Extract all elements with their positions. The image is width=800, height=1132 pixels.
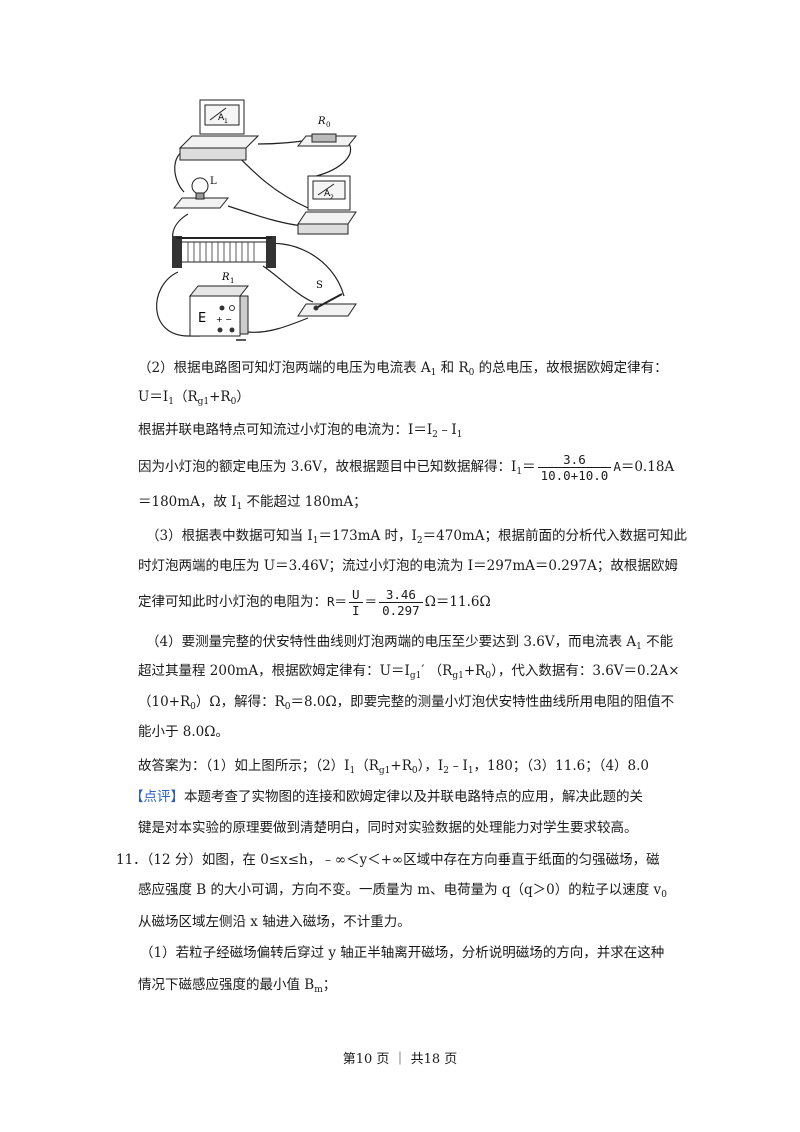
comment-line-2: 键是对本实验的原理要做到清楚明白，同时对实验数据的处理能力对学生要求较高。 [138, 820, 638, 836]
rheostat-r1: R 1 [172, 236, 276, 285]
ammeter-a1: A 1 [178, 99, 260, 161]
svg-text:L: L [210, 176, 217, 187]
switch-s: S [297, 280, 357, 317]
resistor-r0: R 0 [296, 116, 358, 147]
svg-text:A: A [324, 189, 331, 199]
q11-line-1: 11．（12 分）如图，在 0≤x≤h，﹣∞＜y＜+∞区域中存在方向垂直于纸面的… [116, 852, 660, 868]
svg-text:E: E [198, 311, 206, 326]
wire [156, 271, 200, 337]
lamp-l: L [172, 176, 230, 209]
wire [307, 141, 352, 179]
p2-line-3: 根据并联电路特点可知流过小灯泡的电流为：I＝I2﹣I1 [138, 422, 463, 440]
wire [247, 317, 309, 333]
p2-line-2: U＝I1（Rg1+R0） [138, 389, 250, 407]
p3-line-1: （3）根据表中数据可知当 I1＝173mA 时，I2＝470mA；根据前面的分析… [146, 528, 687, 546]
svg-text:1: 1 [224, 118, 228, 125]
svg-text:R: R [317, 116, 326, 127]
svg-text:S: S [316, 280, 323, 291]
page-footer: 第10 页 ｜ 共18 页 [342, 1052, 458, 1067]
svg-text:2: 2 [330, 194, 334, 201]
circuit-figure: A 1 R 0 L A 2 [156, 99, 358, 341]
svg-text:1: 1 [230, 277, 234, 285]
answer-line: 故答案为：（1）如上图所示；（2）I1（Rg1+R0），I2﹣I1，180；（3… [138, 758, 650, 776]
p3-line-2: 时灯泡两端的电压为 U＝3.46V；流过小灯泡的电流为 I＝297mA＝0.29… [138, 558, 678, 574]
svg-text:+ −: + − [216, 315, 232, 324]
q11-line-2: 感应强度 B 的大小可调，方向不变。一质量为 m、电荷量为 q（q＞0）的粒子以… [138, 882, 667, 900]
svg-text:R: R [221, 272, 230, 283]
p4-line-1: （4）要测量完整的伏安特性曲线则灯泡两端的电压至少要达到 3.6V，而电流表 A… [146, 634, 674, 652]
ammeter-a2: A 2 [297, 175, 357, 235]
a1-label: A [218, 113, 225, 123]
p4-line-2: 超过其量程 200mA，根据欧姆定律有：U＝Ig1′ （Rg1+R0），代入数据… [138, 663, 680, 681]
wire [262, 265, 314, 303]
p4-line-4: 能小于 8.0Ω。 [138, 724, 229, 740]
p4-line-3: （10+R0）Ω，解得：R0＝8.0Ω，即要完整的测量小灯泡伏安特性曲线所用电阻… [138, 694, 675, 712]
p2-line-5: ＝180mA，故 I1 不能超过 180mA； [138, 494, 367, 512]
power-source-e: E + − [188, 285, 250, 341]
q11-line-4: （1）若粒子经磁场偏转后穿过 y 轴正半轴离开磁场，分析说明磁场的方向，并求在这… [140, 945, 665, 961]
svg-text:0: 0 [326, 121, 330, 129]
q11-line-3: 从磁场区域左侧沿 x 轴进入磁场，不计重力。 [138, 914, 411, 930]
p2-line-1: （2）根据电路图可知灯泡两端的电压为电流表 A1 和 R0 的总电压，故根据欧姆… [138, 360, 668, 378]
q11-line-5: 情况下磁感应强度的最小值 Bm； [138, 977, 337, 995]
comment-line-1: 【点评】本题考查了实物图的连接和欧姆定律以及并联电路特点的应用，解决此题的关 [130, 789, 643, 805]
comment-tag: 【点评】 [130, 789, 184, 805]
wire [227, 205, 309, 227]
